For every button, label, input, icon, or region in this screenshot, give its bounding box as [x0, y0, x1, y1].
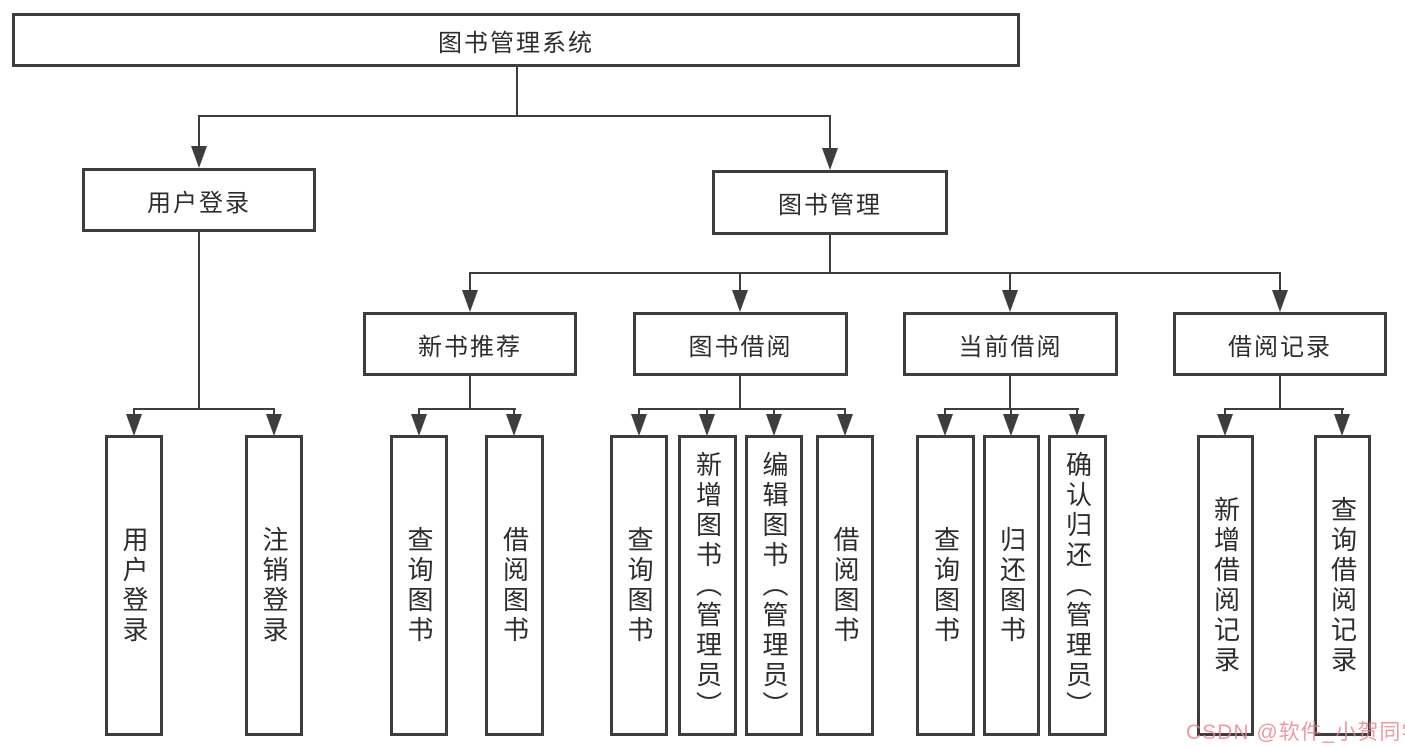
- connector-line: [516, 67, 518, 117]
- leaf-label: 编辑图书（管理员）: [759, 450, 789, 721]
- leaf-add-books-admin: 新增图书（管理员）: [678, 435, 737, 736]
- connector-line: [1279, 272, 1281, 292]
- arrowhead-down-icon: [462, 290, 478, 312]
- connector-line: [469, 376, 471, 409]
- node-book-management: 图书管理: [712, 170, 948, 235]
- connector-line: [418, 408, 420, 416]
- connector-line: [844, 408, 846, 416]
- leaf-user-login: 用户登录: [105, 435, 163, 736]
- connector-line: [133, 408, 135, 416]
- leaf-label: 查询图书: [930, 525, 961, 646]
- arrowhead-down-icon: [732, 290, 748, 312]
- leaf-query-books-borrowing: 查询图书: [610, 435, 668, 736]
- connector-line: [1076, 408, 1078, 416]
- arrowhead-down-icon: [1217, 414, 1233, 436]
- arrowhead-down-icon: [1069, 414, 1085, 436]
- connector-line: [638, 408, 640, 416]
- leaf-label: 查询图书: [624, 525, 654, 646]
- connector-line: [133, 408, 275, 410]
- connector-line: [1010, 408, 1012, 416]
- connector-line: [198, 115, 200, 147]
- node-current-borrowing: 当前借阅: [903, 312, 1118, 376]
- leaf-label: 注销登录: [259, 525, 289, 646]
- connector-line: [513, 408, 515, 416]
- connector-line: [739, 376, 741, 409]
- arrowhead-down-icon: [1272, 290, 1288, 312]
- connector-line: [638, 408, 846, 410]
- node-label: 借阅记录: [1228, 333, 1332, 361]
- connector-line: [829, 115, 831, 149]
- leaf-label: 用户登录: [119, 525, 149, 646]
- connector-line: [1341, 408, 1343, 416]
- leaf-label: 确认归还（管理员）: [1062, 450, 1093, 721]
- node-label: 图书管理: [778, 192, 882, 219]
- leaf-label: 借阅图书: [830, 525, 860, 646]
- node-borrowing-records: 借阅记录: [1173, 312, 1387, 376]
- node-book-borrowing: 图书借阅: [633, 312, 848, 376]
- connector-line: [1279, 376, 1281, 409]
- node-user-login: 用户登录: [82, 168, 316, 232]
- node-label: 新书推荐: [418, 333, 522, 361]
- connector-line: [198, 115, 831, 117]
- leaf-label: 查询借阅记录: [1327, 495, 1358, 676]
- connector-line: [469, 272, 471, 292]
- connector-line: [944, 408, 946, 416]
- connector-line: [198, 232, 200, 408]
- leaf-label: 新增图书（管理员）: [692, 450, 723, 721]
- arrowhead-down-icon: [766, 414, 782, 436]
- connector-line: [1009, 272, 1011, 292]
- node-label: 当前借阅: [958, 333, 1063, 361]
- arrowhead-down-icon: [837, 414, 853, 436]
- leaf-label: 新增借阅记录: [1210, 495, 1241, 676]
- arrowhead-down-icon: [822, 148, 838, 170]
- connector-line: [739, 272, 741, 292]
- leaf-add-borrow-record: 新增借阅记录: [1197, 435, 1254, 736]
- leaf-edit-books-admin: 编辑图书（管理员）: [745, 435, 803, 736]
- leaf-logout: 注销登录: [245, 435, 303, 736]
- leaf-label: 借阅图书: [499, 525, 530, 646]
- arrowhead-down-icon: [266, 414, 282, 436]
- leaf-borrow-books-recommend: 借阅图书: [485, 435, 544, 736]
- connector-line: [273, 408, 275, 416]
- leaf-borrow-books: 借阅图书: [816, 435, 874, 736]
- connector-line: [706, 408, 708, 416]
- node-label: 图书借阅: [688, 333, 793, 361]
- arrowhead-down-icon: [1003, 414, 1019, 436]
- node-new-book-recommend: 新书推荐: [363, 312, 577, 376]
- arrowhead-down-icon: [631, 414, 647, 436]
- connector-line: [418, 408, 516, 410]
- leaf-return-books: 归还图书: [983, 435, 1040, 736]
- leaf-query-books-current: 查询图书: [916, 435, 975, 736]
- node-label: 用户登录: [147, 189, 251, 217]
- node-library-management-system: 图书管理系统: [12, 13, 1020, 67]
- leaf-query-borrow-record: 查询借阅记录: [1314, 435, 1371, 736]
- arrowhead-down-icon: [937, 414, 953, 436]
- arrowhead-down-icon: [126, 414, 142, 436]
- node-label: 图书管理系统: [438, 29, 594, 57]
- leaf-label: 查询图书: [404, 525, 434, 646]
- connector-line: [1224, 408, 1226, 416]
- arrowhead-down-icon: [191, 146, 207, 168]
- arrowhead-down-icon: [411, 414, 427, 436]
- leaf-label: 归还图书: [996, 525, 1027, 646]
- csdn-watermark: CSDN @软件_小贺同学: [1186, 721, 1405, 744]
- leaf-confirm-return-admin: 确认归还（管理员）: [1048, 435, 1107, 736]
- connector-line: [1224, 408, 1344, 410]
- arrowhead-down-icon: [506, 414, 522, 436]
- arrowhead-down-icon: [1002, 290, 1018, 312]
- connector-line: [469, 272, 1281, 274]
- arrowhead-down-icon: [699, 414, 715, 436]
- connector-line: [773, 408, 775, 416]
- connector-line: [829, 235, 831, 274]
- arrowhead-down-icon: [1334, 414, 1350, 436]
- connector-line: [1009, 376, 1011, 409]
- leaf-query-books-recommend: 查询图书: [390, 435, 448, 736]
